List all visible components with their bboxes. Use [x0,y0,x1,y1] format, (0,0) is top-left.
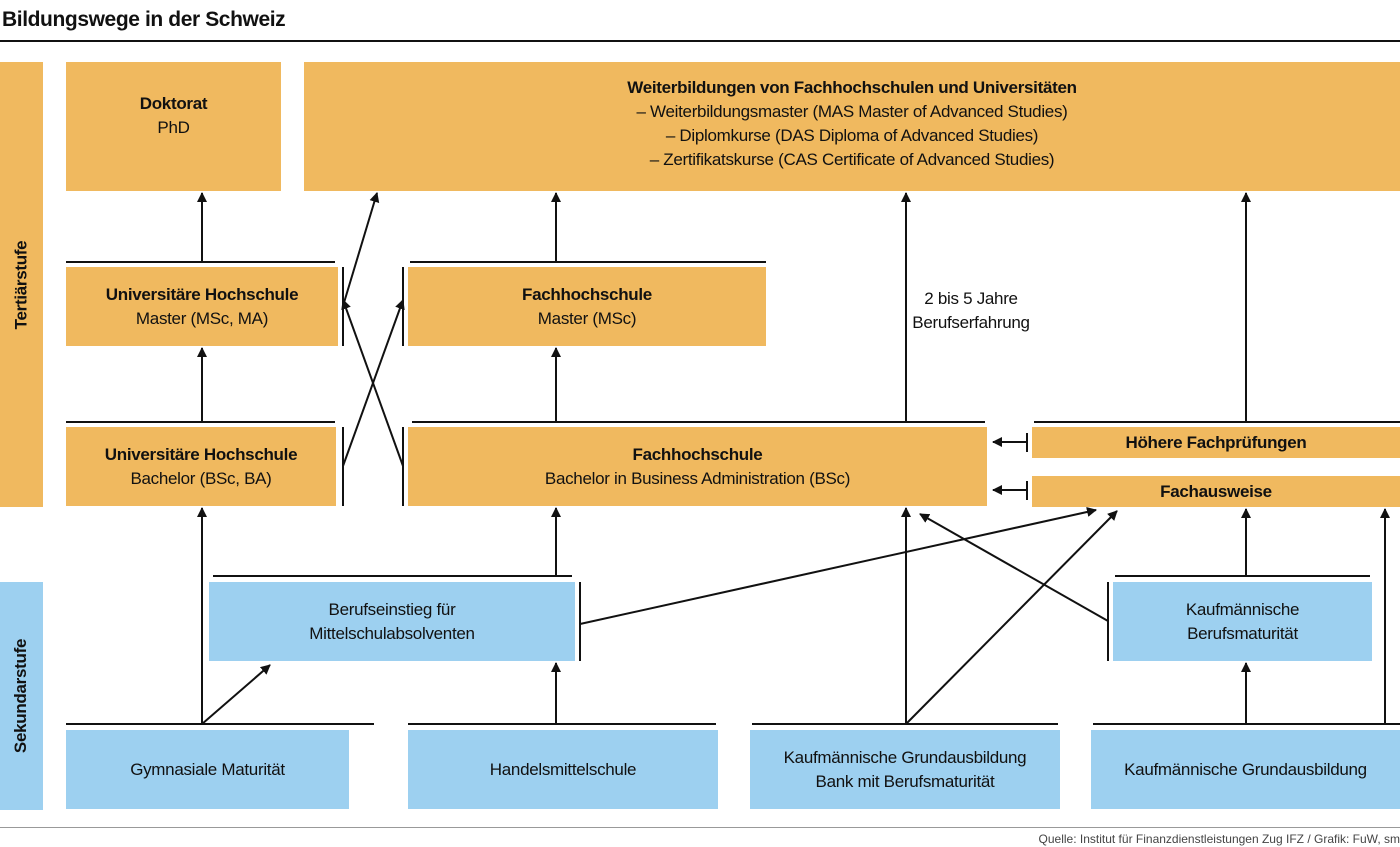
fachausweise-title: Fachausweise [1160,481,1272,501]
box-fachausweise: Fachausweise [1032,476,1400,507]
fh-bachelor-title: Fachhochschule [632,444,763,464]
box-uni-master: Universitäre Hochschule Master (MSc, MA) [66,267,338,346]
arrow-fh-bachelor-to-uni-master [341,299,404,467]
note-line1: 2 bis 5 Jahre [924,289,1018,308]
kfm-grund-title: Kaufmännische Grundausbildung [1124,759,1367,779]
arrow-uni-master-to-weiterbildung [342,192,380,307]
secondary-band: Sekundarstufe [0,582,43,810]
title-divider [0,40,1400,42]
fh-master-sub: Master (MSc) [537,308,637,328]
berufserfahrung-note: 2 bis 5 Jahre Berufserfahrung [896,287,1046,335]
weiterbildung-line2: – Diplomkurse (DAS Diploma of Advanced S… [665,126,1039,145]
weiterbildung-title: Weiterbildungen von Fachhochschulen und … [627,78,1077,97]
kfm-berufsmat-line2: Berufsmaturität [1187,623,1298,643]
weiterbildung-line1: – Weiterbildungsmaster (MAS Master of Ad… [636,102,1068,121]
box-berufseinstieg: Berufseinstieg für Mittelschulabsolvente… [209,582,575,661]
arrow-berufseinstieg-to-fachausweise [579,507,1097,625]
fh-bachelor-sub: Bachelor in Business Administration (BSc… [544,468,851,488]
uni-bachelor-sub: Bachelor (BSc, BA) [130,468,272,488]
doktorat-sub: PhD [157,118,190,137]
box-kfm-bank: Kaufmännische Grundausbildung Bank mit B… [750,730,1060,809]
gymnasial-title: Gymnasiale Maturität [130,759,285,779]
box-handelsmittelschule: Handelsmittelschule [408,730,718,809]
berufseinstieg-line1: Berufseinstieg für [328,599,456,619]
box-hoehere-fachpruefungen: Höhere Fachprüfungen [1032,427,1400,458]
kfm-bank-line1: Kaufmännische Grundausbildung [783,747,1027,767]
box-gymnasiale-maturitaet: Gymnasiale Maturität [66,730,349,809]
kfm-berufsmat-line1: Kaufmännische [1185,599,1300,619]
source-note: Quelle: Institut für Finanzdienstleistun… [1038,832,1400,846]
arrow-gymnasial-to-berufseinstieg [201,664,271,725]
kfm-bank-line2: Bank mit Berufsmaturität [815,771,995,791]
weiterbildung-line3: – Zertifikatskurse (CAS Certificate of A… [649,150,1055,169]
berufseinstieg-line2: Mittelschulabsolventen [309,623,475,643]
footer-divider [0,827,1400,828]
box-fh-master: Fachhochschule Master (MSc) [408,267,766,346]
uni-master-title: Universitäre Hochschule [105,284,299,304]
page-title: Bildungswege in der Schweiz [2,8,286,31]
box-kfm-berufsmaturitaet: Kaufmännische Berufsmaturität [1113,582,1372,661]
box-weiterbildung: Weiterbildungen von Fachhochschulen und … [304,62,1400,191]
fh-master-title: Fachhochschule [522,284,652,304]
uni-master-sub: Master (MSc, MA) [135,308,269,328]
box-doktorat: Doktorat PhD [66,62,281,191]
note-line2: Berufserfahrung [912,313,1030,332]
doktorat-title: Doktorat [139,94,208,113]
tertiary-band: Tertiärstufe [0,62,43,507]
hoehere-fp-title: Höhere Fachprüfungen [1125,432,1307,452]
arrow-kfm-bank-to-fachausweise [905,510,1118,725]
box-kfm-grundausbildung: Kaufmännische Grundausbildung [1091,730,1400,809]
box-uni-bachelor: Universitäre Hochschule Bachelor (BSc, B… [66,427,336,506]
handelsmittel-title: Handelsmittelschule [489,759,637,779]
arrow-kfm-berufsmat-to-fh-bachelor [919,513,1109,622]
uni-bachelor-title: Universitäre Hochschule [104,444,298,464]
box-fh-bachelor: Fachhochschule Bachelor in Business Admi… [408,427,987,506]
